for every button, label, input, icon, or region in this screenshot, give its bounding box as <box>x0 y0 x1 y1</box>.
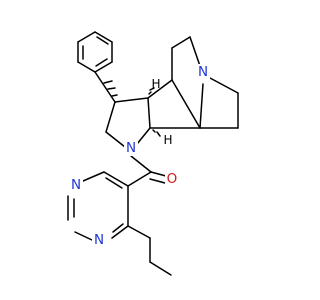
bond-bridge-c7 <box>171 79 201 129</box>
bond-ph-1 <box>94 31 113 43</box>
bond-co-double <box>149 178 166 184</box>
bond-ph-3 <box>94 61 113 73</box>
bond-top2-n <box>189 36 201 67</box>
label-bg-n-pyr-top <box>69 177 83 193</box>
bond-ph-4 <box>77 61 96 73</box>
bond-pyr-inner-1 <box>105 177 123 189</box>
hashed-wedge-c3 <box>103 80 118 97</box>
hash-h-low-2 <box>156 131 161 137</box>
bond-n1-c7a <box>136 127 151 145</box>
atom-labels: N N O N N H H <box>69 64 210 248</box>
hash-h-up-2 <box>149 87 155 91</box>
atom-n-pyrrolidine: N <box>126 140 136 156</box>
atom-n-pyrimidine-bottom: N <box>94 232 104 248</box>
bond-top1-top2 <box>171 36 191 49</box>
carbonyl-group <box>127 155 167 187</box>
bond-c3a-c3 <box>114 97 149 103</box>
pyrrolidine-ring <box>105 97 151 148</box>
label-bg-n-cage <box>196 64 210 80</box>
hash-h-up-1 <box>148 91 152 95</box>
bond-n-right <box>209 77 239 94</box>
atom-n-pyrimidine-top: N <box>71 177 81 193</box>
phenyl-ring <box>77 31 113 73</box>
bond-c2-n1 <box>105 131 126 148</box>
bond-n1-carbonyl <box>130 155 152 173</box>
atom-n-quinuclidine: N <box>198 64 208 80</box>
bond-phenyl-c3 <box>94 71 116 103</box>
bond-pyr-4 <box>74 231 93 241</box>
bond-ph-inner-1 <box>96 36 109 45</box>
bond-pyr-2 <box>82 171 105 182</box>
bond-pyr-1 <box>103 171 129 187</box>
stereo-h-upper: H <box>151 77 160 91</box>
bond-ph-inner-2 <box>95 58 108 67</box>
propyl-chain <box>127 225 172 276</box>
atom-o-carbonyl: O <box>167 171 178 187</box>
structure-canvas: N N O N N H H <box>67 31 239 276</box>
bond-pyr-inner-3 <box>112 223 124 233</box>
hash-c3-1 <box>111 94 118 97</box>
label-bg-o <box>165 171 179 187</box>
pyrimidine-ring <box>67 171 129 241</box>
label-bg-n-pyrrolidine <box>124 140 138 156</box>
bond-propyl-1 <box>127 225 151 239</box>
bond-n-c7 <box>199 83 204 129</box>
hash-h-low-1 <box>152 129 156 133</box>
bond-carbonyl-ring <box>127 171 152 187</box>
label-bg-n-pyr-bottom <box>92 232 106 248</box>
molecule-drawing: N N O N N H H <box>67 31 239 276</box>
bond-propyl-3 <box>149 261 172 276</box>
stereo-h-lower: H <box>163 133 172 147</box>
bond-ph-6 <box>77 31 96 43</box>
bond-c7a-c3a <box>147 97 151 129</box>
bicyclic-cage <box>147 36 239 129</box>
bond-co-single <box>150 171 167 177</box>
bond-c3a-bridge <box>147 79 173 99</box>
hashed-wedges-stereo-h <box>148 87 161 137</box>
bond-c3-c2 <box>105 101 116 133</box>
bond-pyr-5 <box>111 225 129 239</box>
hash-c3-2 <box>107 87 116 90</box>
hash-c3-3 <box>103 80 113 84</box>
